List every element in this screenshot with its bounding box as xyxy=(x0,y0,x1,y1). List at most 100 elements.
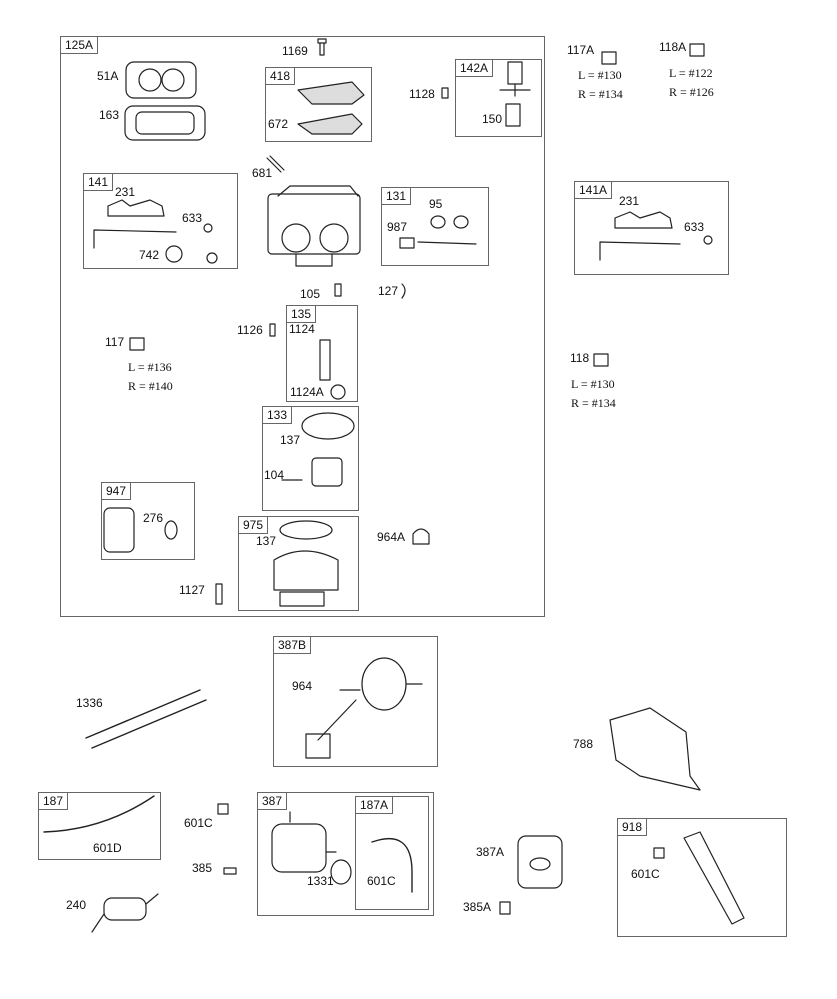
clamp-918-part xyxy=(653,847,665,859)
callout-964: 964 xyxy=(292,679,313,693)
note-118-left: L = #130 xyxy=(571,377,615,391)
screw-385-part xyxy=(223,867,237,875)
box-387b: 387B xyxy=(273,636,438,767)
linkage-141-part xyxy=(93,199,218,264)
bowl-975-part xyxy=(273,520,339,607)
callout-964a: 964A xyxy=(377,530,406,544)
callout-105: 105 xyxy=(300,287,321,301)
box-131-tag: 131 xyxy=(381,187,412,205)
callout-137-975: 137 xyxy=(256,534,277,548)
filter-387b-part xyxy=(305,657,423,759)
callout-137-133: 137 xyxy=(280,433,301,447)
plug-127-part xyxy=(401,283,406,299)
plate-418-part xyxy=(297,81,365,105)
carburetor-body-part xyxy=(267,185,361,267)
note-118a-right: R = #126 xyxy=(669,85,714,99)
pump-387a-part xyxy=(517,835,563,889)
box-133-tag: 133 xyxy=(262,406,293,424)
callout-127: 127 xyxy=(378,284,399,298)
box-187-tag: 187 xyxy=(38,792,69,810)
callout-633: 633 xyxy=(182,211,203,225)
box-142a-tag: 142A xyxy=(455,59,494,77)
callout-601c: 601C xyxy=(184,816,213,830)
callout-163: 163 xyxy=(99,108,120,122)
box-387b-tag: 387B xyxy=(273,636,312,654)
callout-681: 681 xyxy=(252,166,273,180)
kit-131-part xyxy=(399,215,477,249)
note-117-right: R = #140 xyxy=(128,379,173,393)
screw-385a-part xyxy=(499,901,511,915)
hose-1336-part xyxy=(85,689,207,749)
callout-601d: 601D xyxy=(93,841,122,855)
screw-1126-part xyxy=(269,323,276,337)
cap-117-part xyxy=(129,337,145,351)
callout-231-141a: 231 xyxy=(619,194,640,208)
nozzle-135-part xyxy=(319,339,346,400)
callout-387a: 387A xyxy=(476,845,505,859)
filter-240-part xyxy=(91,893,159,933)
box-133: 133 xyxy=(262,406,359,511)
box-141a: 141A xyxy=(574,181,729,275)
box-135-tag: 135 xyxy=(286,305,317,323)
note-117a-right: R = #134 xyxy=(578,87,623,101)
box-947: 947 xyxy=(101,482,195,560)
callout-117a: 117A xyxy=(567,43,595,57)
callout-95: 95 xyxy=(429,197,443,211)
hose-187-part xyxy=(43,795,155,833)
cap-117a-part xyxy=(601,51,617,65)
gasket-51a-part xyxy=(125,61,197,99)
box-187a-tag: 187A xyxy=(355,796,394,814)
box-125a-tag: 125A xyxy=(60,36,99,54)
callout-1128: 1128 xyxy=(409,87,435,101)
callout-117: 117 xyxy=(105,335,125,349)
box-947-tag: 947 xyxy=(101,482,132,500)
box-141: 141 xyxy=(83,173,238,269)
box-918-tag: 918 xyxy=(617,818,648,836)
box-387-tag: 387 xyxy=(257,792,288,810)
callout-742: 742 xyxy=(139,248,160,262)
bracket-788-part xyxy=(609,707,701,791)
box-187a: 187A xyxy=(355,796,429,910)
cap-118a-part xyxy=(689,43,705,57)
box-418: 418 xyxy=(265,67,372,142)
note-117-left: L = #136 xyxy=(128,360,172,374)
screw-1169-part xyxy=(317,38,327,56)
box-975: 975 xyxy=(238,516,359,611)
box-141a-tag: 141A xyxy=(574,181,613,199)
callout-1331: 1331 xyxy=(307,874,334,888)
box-975-tag: 975 xyxy=(238,516,269,534)
callout-150: 150 xyxy=(482,112,503,126)
needle-681-part xyxy=(266,155,285,173)
clamp-601c-part xyxy=(217,803,229,815)
callout-385: 385 xyxy=(192,861,213,875)
plug-964a-part xyxy=(412,528,430,545)
note-117a-left: L = #130 xyxy=(578,68,622,82)
callout-1127: 1127 xyxy=(179,583,205,597)
screw-1127-part xyxy=(215,583,223,605)
callout-633-141a: 633 xyxy=(684,220,705,234)
callout-231: 231 xyxy=(115,185,136,199)
callout-1124a: 1124A xyxy=(290,385,324,399)
callout-788: 788 xyxy=(573,737,594,751)
box-187: 187 xyxy=(38,792,161,860)
callout-987: 987 xyxy=(387,220,408,234)
callout-1169: 1169 xyxy=(282,44,308,58)
bowl-133-part xyxy=(281,412,355,487)
box-141-tag: 141 xyxy=(83,173,114,191)
callout-1126: 1126 xyxy=(237,323,263,337)
screw-1128-part xyxy=(441,87,449,99)
box-142a: 142A xyxy=(455,59,542,137)
linkage-141a-part xyxy=(599,211,713,261)
callout-240: 240 xyxy=(66,898,87,912)
box-418-tag: 418 xyxy=(265,67,296,85)
callout-104: 104 xyxy=(264,468,285,482)
callout-672: 672 xyxy=(268,117,289,131)
note-118a-left: L = #122 xyxy=(669,66,713,80)
solenoid-947-part xyxy=(103,507,178,553)
note-118-right: R = #134 xyxy=(571,396,616,410)
callout-1336: 1336 xyxy=(76,696,103,710)
callout-118: 118 xyxy=(570,351,590,365)
callout-1124: 1124 xyxy=(289,322,315,336)
box-131: 131 xyxy=(381,187,489,266)
bracket-142a-part xyxy=(499,61,531,127)
